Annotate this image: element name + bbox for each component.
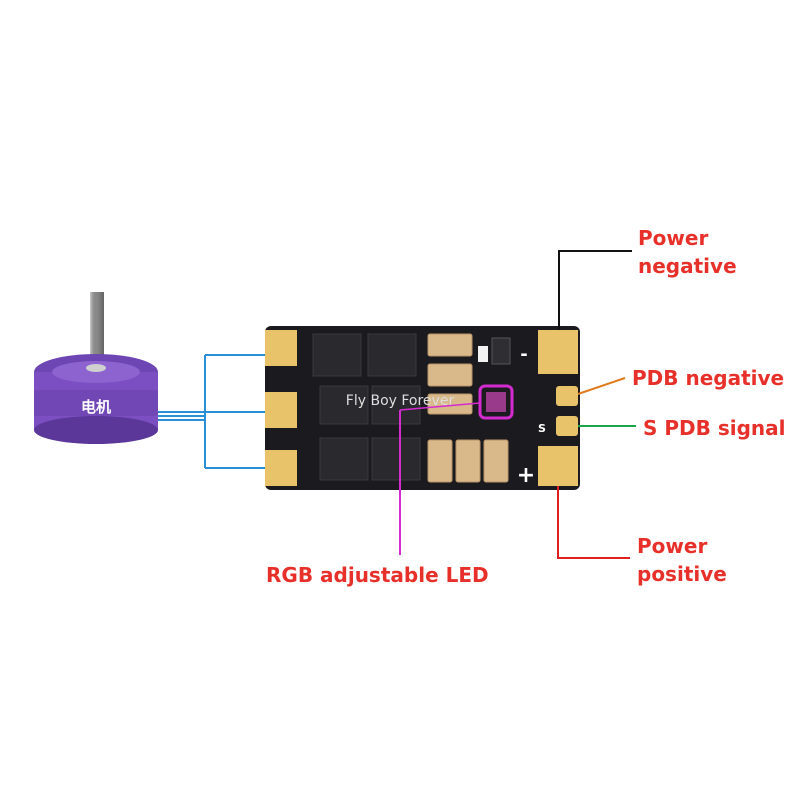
power-positive-line xyxy=(557,486,630,559)
motor-wires xyxy=(158,354,270,469)
rgb-led-line-connector xyxy=(399,402,481,411)
phase-pad-c xyxy=(265,450,297,486)
capacitor-2 xyxy=(427,363,473,387)
rgb-led xyxy=(486,392,506,412)
motor: 电机 xyxy=(34,292,158,444)
power-positive-pad xyxy=(538,446,578,486)
label-power-negative-line2: negative xyxy=(638,254,737,278)
capacitor-1 xyxy=(427,333,473,357)
plus-mark: + xyxy=(517,463,535,488)
label-power-negative-line1: Power xyxy=(638,226,708,250)
pdb-negative-pad xyxy=(556,386,578,406)
motor-shaft-shade xyxy=(90,292,104,362)
motor-shaft-base xyxy=(86,364,106,372)
phase-pad-a xyxy=(265,330,297,366)
resistor xyxy=(478,346,488,362)
rgb-led-highlight xyxy=(478,384,514,420)
mosfet-4 xyxy=(371,385,421,425)
capacitor-4 xyxy=(427,439,453,483)
phase-pads xyxy=(265,330,297,486)
mosfet-5 xyxy=(319,437,369,481)
phase-pad-b xyxy=(265,392,297,428)
capacitors xyxy=(427,333,509,483)
capacitor-6 xyxy=(483,439,509,483)
capacitor-5 xyxy=(455,439,481,483)
motor-bell-bottom xyxy=(34,416,158,444)
mosfet-3 xyxy=(319,385,369,425)
s-mark: S xyxy=(538,422,546,435)
label-s-pdb-signal: S PDB signal xyxy=(643,416,786,440)
pdb-signal-pad xyxy=(556,416,578,436)
motor-band xyxy=(34,390,158,416)
power-negative-line xyxy=(558,250,632,330)
label-power-positive-line1: Power xyxy=(637,534,707,558)
mosfet-1 xyxy=(312,333,362,377)
mosfet-2 xyxy=(367,333,417,377)
label-power-positive-line2: positive xyxy=(637,562,727,586)
power-negative-pad xyxy=(538,330,578,374)
motor-label: 电机 xyxy=(81,398,111,416)
mosfets xyxy=(312,333,421,481)
label-pdb-negative: PDB negative xyxy=(632,366,784,390)
minus-mark: - xyxy=(520,344,527,365)
pdb-negative-line xyxy=(577,377,626,395)
watermark: Fly Boy Forever xyxy=(346,393,455,409)
small-chip xyxy=(491,337,511,365)
mosfet-6 xyxy=(371,437,421,481)
label-rgb-led: RGB adjustable LED xyxy=(266,563,489,587)
labels: Power negative PDB negative S PDB signal… xyxy=(266,226,786,587)
